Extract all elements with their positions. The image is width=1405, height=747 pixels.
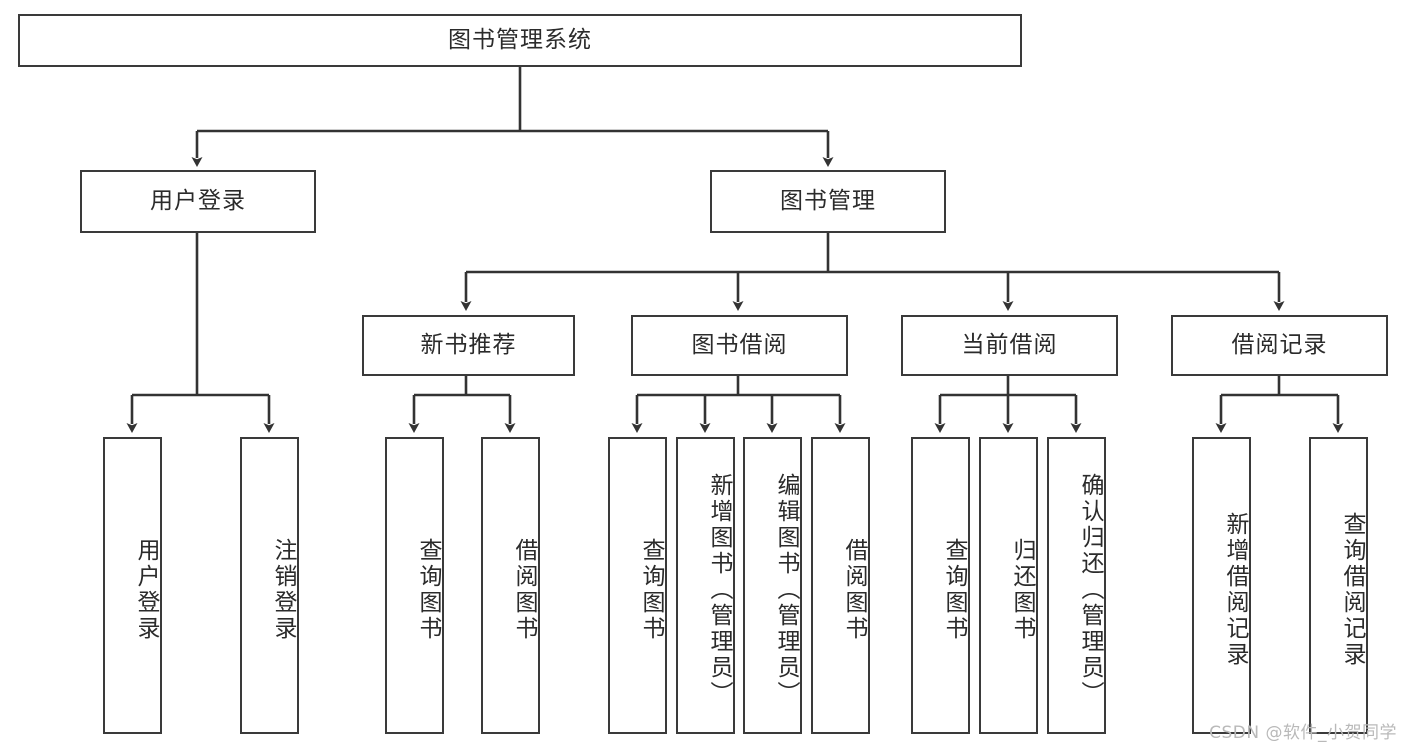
edges-root-to-level2 — [191, 67, 834, 167]
leaf-book-borrow-edit-book-admin[interactable]: 编辑图书（管理员） — [743, 437, 802, 734]
leaf-book-borrow-query-book[interactable]: 查询图书 — [608, 437, 667, 734]
edges-newbook-to-leaves — [408, 376, 516, 433]
leaf-current-borrow-return-book[interactable]: 归还图书 — [979, 437, 1038, 734]
leaf-borrow-record-add-record[interactable]: 新增借阅记录 — [1192, 437, 1251, 734]
leaf-new-book-query-book[interactable]: 查询图书 — [385, 437, 444, 734]
leaf-new-book-borrow-book[interactable]: 借阅图书 — [481, 437, 540, 734]
edges-bookmgmt-to-level3 — [460, 233, 1285, 311]
csdn-watermark: CSDN @软件_小贺同学 — [1209, 723, 1397, 743]
leaf-current-borrow-confirm-return-admin[interactable]: 确认归还（管理员） — [1047, 437, 1106, 734]
leaf-book-borrow-borrow-book[interactable]: 借阅图书 — [811, 437, 870, 734]
node-user-login[interactable]: 用户登录 — [80, 170, 316, 233]
node-book-borrow[interactable]: 图书借阅 — [631, 315, 848, 376]
leaf-book-borrow-add-book-admin[interactable]: 新增图书（管理员） — [676, 437, 735, 734]
node-borrow-record[interactable]: 借阅记录 — [1171, 315, 1388, 376]
leaf-current-borrow-query-book[interactable]: 查询图书 — [911, 437, 970, 734]
node-root-library-system[interactable]: 图书管理系统 — [18, 14, 1022, 67]
node-book-management[interactable]: 图书管理 — [710, 170, 946, 233]
node-new-book-recommend[interactable]: 新书推荐 — [362, 315, 575, 376]
edges-userlogin-to-leaves — [126, 233, 275, 433]
leaf-user-login-signin[interactable]: 用户登录 — [103, 437, 162, 734]
edges-currentborrow-to-leaves — [934, 376, 1082, 433]
edges-bookborrow-to-leaves — [631, 376, 846, 433]
edges-borrowrecord-to-leaves — [1215, 376, 1344, 433]
leaf-user-login-logout[interactable]: 注销登录 — [240, 437, 299, 734]
leaf-borrow-record-query-record[interactable]: 查询借阅记录 — [1309, 437, 1368, 734]
node-current-borrow[interactable]: 当前借阅 — [901, 315, 1118, 376]
